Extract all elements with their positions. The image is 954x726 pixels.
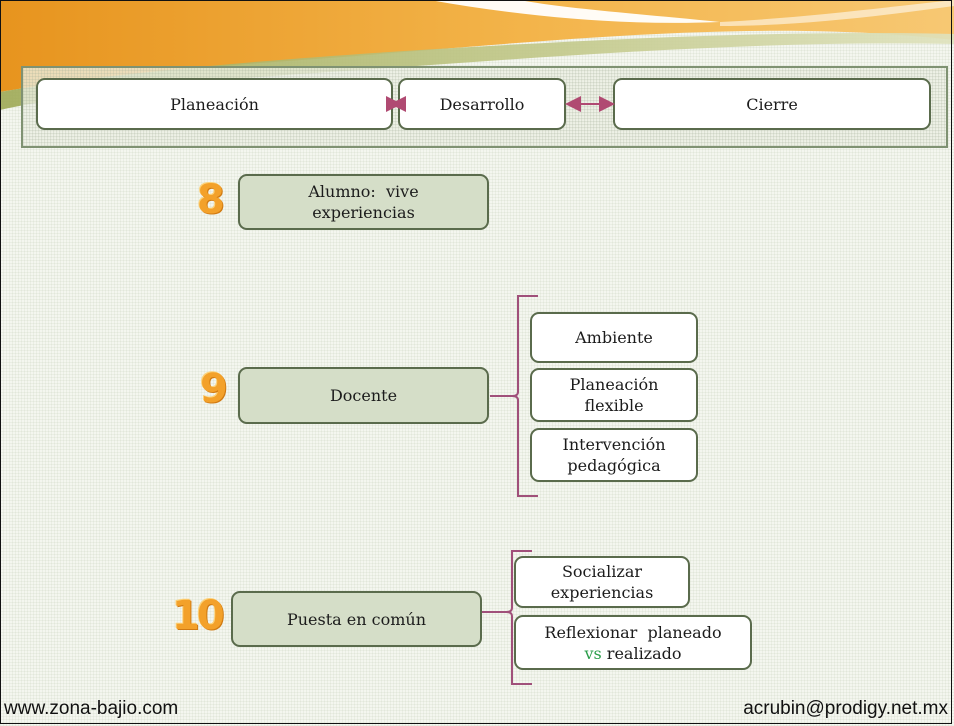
footer-website: www.zona-bajio.com	[4, 698, 179, 719]
intervencion-line1: Intervención	[562, 435, 666, 454]
flow-label-desarrollo: Desarrollo	[439, 94, 525, 114]
flow-label-planeacion: Planeación	[170, 94, 259, 114]
box-docente: Docente	[238, 367, 489, 424]
flow-label-cierre: Cierre	[746, 94, 798, 114]
step-number-10: 10	[172, 593, 225, 639]
reflexionar-line2: vs realizado	[544, 643, 721, 664]
puesta-label: Puesta en común	[286, 609, 427, 629]
ambiente-label: Ambiente	[575, 328, 653, 347]
footer-email: acrubin@prodigy.net.mx	[743, 698, 948, 719]
box-puesta-en-comun: Puesta en común	[231, 591, 482, 647]
flow-box-cierre: Cierre	[613, 78, 931, 130]
docente-label: Docente	[329, 386, 398, 405]
step-number-8: 8	[197, 177, 225, 223]
box-intervencion-pedagogica: Intervención pedagógica	[530, 428, 698, 482]
box-alumno: Alumno: vive experiencias	[238, 174, 489, 230]
step-number-9: 9	[200, 366, 228, 412]
realizado-label: realizado	[601, 643, 682, 663]
box-socializar: Socializar experiencias	[514, 556, 690, 608]
vs-label: vs	[584, 643, 602, 663]
flow-box-planeacion: Planeación	[36, 78, 393, 130]
flow-box-desarrollo: Desarrollo	[398, 78, 566, 130]
planeacion-flexible-line2: flexible	[584, 396, 644, 415]
intervencion-line2: pedagógica	[567, 456, 661, 475]
box-reflexionar: Reflexionar planeado vs realizado	[514, 615, 752, 670]
box-planeacion-flexible: Planeación flexible	[530, 368, 698, 422]
planeacion-flexible-line1: Planeación	[569, 375, 659, 394]
alumno-label-line1: Alumno: vive	[308, 182, 419, 201]
alumno-label-line2: experiencias	[312, 203, 415, 222]
reflexionar-line1: Reflexionar planeado	[544, 622, 722, 642]
socializar-line2: experiencias	[550, 583, 654, 602]
box-ambiente: Ambiente	[530, 312, 698, 363]
socializar-line1: Socializar	[561, 562, 643, 581]
